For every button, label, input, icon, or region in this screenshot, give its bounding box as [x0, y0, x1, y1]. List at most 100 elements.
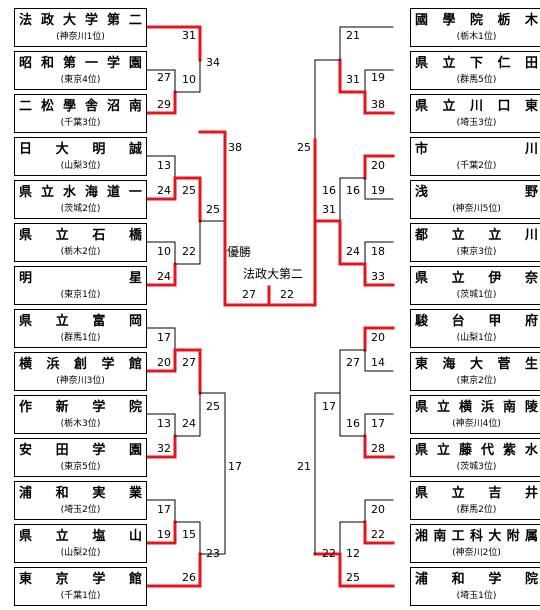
- score: 29: [157, 98, 171, 111]
- team-name: 県立吉井: [415, 486, 538, 501]
- team-box: 作新学院 (栃木3位): [14, 395, 147, 434]
- score: 21: [297, 460, 311, 473]
- team-name: 県立塩山: [19, 529, 142, 544]
- score: 12: [346, 547, 360, 560]
- team-qualifier: (栃木2位): [60, 247, 101, 257]
- team-name: 東京学館: [19, 572, 142, 587]
- score: 28: [371, 442, 385, 455]
- score: 20: [157, 356, 171, 369]
- score: 15: [182, 528, 196, 541]
- score: 18: [371, 245, 385, 258]
- score: 32: [157, 442, 171, 455]
- score: 22: [322, 547, 336, 560]
- team-box: 県立川口東 (埼玉3位): [410, 94, 540, 133]
- team-qualifier: (山梨3位): [60, 161, 101, 171]
- score: 21: [346, 29, 360, 42]
- team-box: 県立伊奈(茨城1位): [410, 266, 540, 305]
- team-qualifier: (東京3位): [456, 247, 497, 257]
- team-qualifier: (埼玉1位): [456, 591, 497, 601]
- team-name: 昭和第一学園: [19, 56, 142, 71]
- score: 19: [371, 184, 385, 197]
- team-name: 県立川口東: [415, 99, 538, 114]
- team-name: 日大明誠: [19, 142, 142, 157]
- team-name: 都立立川: [415, 228, 538, 243]
- team-name: 県立下仁田: [415, 56, 538, 71]
- score: 17: [157, 503, 171, 516]
- team-name: 駿台甲府: [415, 314, 538, 329]
- team-name: 國學院栃木: [415, 13, 538, 28]
- score: 17: [157, 331, 171, 344]
- score: 16: [322, 184, 336, 197]
- team-qualifier: (山梨1位): [456, 333, 497, 343]
- team-name: 県立横浜南陵: [415, 400, 538, 415]
- team-box: 市川(千葉2位): [410, 137, 540, 176]
- score: 24: [346, 245, 360, 258]
- team-qualifier: (神奈川2位): [452, 548, 501, 558]
- team-qualifier: (栃木3位): [60, 419, 101, 429]
- team-box: 県立富岡(群馬1位): [14, 309, 147, 348]
- team-qualifier: (東京5位): [60, 462, 101, 472]
- score: 22: [280, 288, 294, 301]
- score: 27: [182, 356, 196, 369]
- team-qualifier: (埼玉2位): [60, 505, 101, 515]
- team-box: 都立立川 (東京3位): [410, 223, 540, 262]
- score: 17: [322, 400, 336, 413]
- score: 20: [371, 503, 385, 516]
- team-name: 二松學舎沼南: [19, 99, 142, 114]
- score: 31: [322, 203, 336, 216]
- team-name: 作新学院: [19, 400, 142, 415]
- team-qualifier: (埼玉3位): [456, 118, 497, 128]
- team-name: 浦和実業: [19, 486, 142, 501]
- team-qualifier: (千葉2位): [456, 161, 497, 171]
- team-box: 東海大菅生 (東京2位): [410, 352, 540, 391]
- team-qualifier: (茨城2位): [60, 204, 101, 214]
- team-box: 県立塩山(山梨2位): [14, 524, 147, 563]
- score: 25: [206, 203, 220, 216]
- team-name: 横浜創学館: [19, 357, 142, 372]
- team-box: 國學院栃木 (栃木1位): [410, 8, 540, 47]
- team-qualifier: (千葉1位): [60, 591, 101, 601]
- team-name: 湘南工科大附属: [415, 529, 538, 544]
- team-qualifier: (群馬2位): [456, 505, 497, 515]
- team-qualifier: (東京4位): [60, 75, 101, 85]
- team-box: 県立水海道一(茨城2位): [14, 180, 147, 219]
- score: 25: [346, 571, 360, 584]
- score: 10: [182, 73, 196, 86]
- score: 33: [371, 270, 385, 283]
- team-qualifier: (茨城3位): [456, 462, 497, 472]
- score: 25: [206, 400, 220, 413]
- team-qualifier: (群馬5位): [456, 75, 497, 85]
- team-name: 安田学園: [19, 443, 142, 458]
- team-box: 浦和実業 (埼玉2位): [14, 481, 147, 520]
- team-qualifier: (神奈川5位): [452, 204, 501, 214]
- champion-name: 法政大第二: [243, 267, 304, 281]
- team-box: 安田学園 (東京5位): [14, 438, 147, 477]
- team-name: 浦和学院: [415, 572, 538, 587]
- team-box: 法政大学第二(神奈川1位): [14, 8, 147, 47]
- score: 24: [182, 417, 196, 430]
- score: 14: [371, 356, 385, 369]
- score: 10: [157, 245, 171, 258]
- team-box: 東京学館 (千葉1位): [14, 567, 147, 606]
- team-qualifier: (栃木1位): [456, 32, 497, 42]
- team-qualifier: (神奈川3位): [56, 376, 105, 386]
- score: 27: [242, 288, 256, 301]
- team-box: 駿台甲府 (山梨1位): [410, 309, 540, 348]
- team-box: 浦和学院 (埼玉1位): [410, 567, 540, 606]
- score: 16: [346, 417, 360, 430]
- score: 20: [371, 331, 385, 344]
- score: 25: [297, 141, 311, 154]
- team-qualifier: (東京2位): [456, 376, 497, 386]
- team-box: 浅野(神奈川5位): [410, 180, 540, 219]
- team-box: 県立吉井 (群馬2位): [410, 481, 540, 520]
- score: 19: [371, 71, 385, 84]
- score: 22: [182, 245, 196, 258]
- score: 24: [157, 184, 171, 197]
- team-box: 昭和第一学園 (東京4位): [14, 51, 147, 90]
- score: 25: [182, 184, 196, 197]
- team-name: 東海大菅生: [415, 357, 538, 372]
- score: 26: [182, 571, 196, 584]
- score: 23: [206, 547, 220, 560]
- team-name: 県立富岡: [19, 314, 142, 329]
